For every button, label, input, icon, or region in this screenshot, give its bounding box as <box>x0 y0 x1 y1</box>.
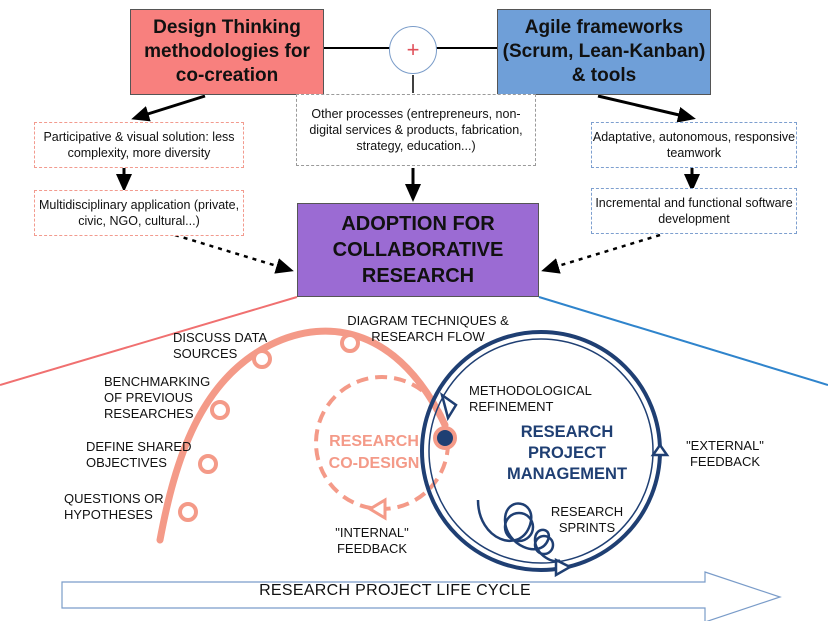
internal-feedback-label: "INTERNAL" FEEDBACK <box>335 525 409 556</box>
incremental-label: Incremental and functional software deve… <box>595 196 793 226</box>
incremental-box: Incremental and functional software deve… <box>591 188 797 234</box>
design-thinking-box: Design Thinking methodologies for co-cre… <box>130 9 324 95</box>
external-feedback-arrowhead <box>650 442 670 457</box>
internal-feedback-arrowhead <box>367 497 387 521</box>
refinement-arrowhead <box>439 391 458 422</box>
arrow-dt-to-participative <box>131 94 206 122</box>
label-questions: QUESTIONS OR HYPOTHESES <box>64 491 164 522</box>
multidisciplinary-label: Multidisciplinary application (private, … <box>38 198 240 228</box>
adoption-label: ADOPTION FOR COLLABORATIVE RESEARCH <box>332 213 504 287</box>
adaptative-label: Adaptative, autonomous, responsive teamw… <box>592 130 796 160</box>
research-codesign-label: RESEARCH CO-DESIGN <box>328 433 420 472</box>
dotted-arrow-right <box>541 233 661 274</box>
codesign-spiral <box>156 327 449 544</box>
design-thinking-label: Design Thinking methodologies for co-cre… <box>144 17 310 86</box>
spiral-node-data-sources <box>252 349 272 369</box>
label-objectives: DEFINE SHARED OBJECTIVES <box>86 439 192 470</box>
dotted-arrow-left <box>174 233 294 274</box>
label-diagram-techniques: DIAGRAM TECHNIQUES & RESEARCH FLOW <box>347 313 509 344</box>
plus-symbol: + <box>406 37 420 62</box>
adaptative-box: Adaptative, autonomous, responsive teamw… <box>591 122 797 168</box>
lifecycle-label: RESEARCH PROJECT LIFE CYCLE <box>259 582 531 599</box>
other-processes-box: Other processes (entrepreneurs, non-digi… <box>296 94 536 166</box>
plus-icon: + <box>389 26 437 74</box>
sprint-arrowhead <box>554 557 573 578</box>
other-processes-label: Other processes (entrepreneurs, non-digi… <box>309 107 523 153</box>
arrow-agile-to-adaptative <box>597 94 696 123</box>
spiral-node-questions <box>178 502 198 522</box>
adoption-box: ADOPTION FOR COLLABORATIVE RESEARCH <box>297 203 539 297</box>
research-sprint-loops <box>476 499 561 563</box>
spiral-node-diagram <box>340 333 360 353</box>
agile-frameworks-label: Agile frameworks (Scrum, Lean-Kanban) & … <box>502 17 706 86</box>
research-pm-label: RESEARCH PROJECT MANAGEMENT <box>506 423 628 483</box>
red-divergent-line <box>0 296 298 386</box>
label-data-sources: DISCUSS DATA SOURCES <box>173 330 267 361</box>
spiral-node-objectives <box>198 454 218 474</box>
management-circle-inner <box>428 338 654 564</box>
multidisciplinary-box: Multidisciplinary application (private, … <box>34 190 244 236</box>
label-methodological-refinement: METHODOLOGICAL REFINEMENT <box>469 383 592 414</box>
agile-frameworks-box: Agile frameworks (Scrum, Lean-Kanban) & … <box>497 9 711 95</box>
external-feedback-label: "EXTERNAL" FEEDBACK <box>686 438 764 469</box>
junction-node <box>433 426 457 450</box>
spiral-node-benchmarking <box>210 400 230 420</box>
lifecycle-arrow <box>61 571 782 621</box>
label-benchmarking: BENCHMARKING OF PREVIOUS RESEARCHES <box>104 374 211 421</box>
research-sprints-label: RESEARCH SPRINTS <box>550 504 624 535</box>
participative-label: Participative & visual solution: less co… <box>43 130 235 160</box>
blue-divergent-line <box>538 296 828 386</box>
participative-box: Participative & visual solution: less co… <box>34 122 244 168</box>
